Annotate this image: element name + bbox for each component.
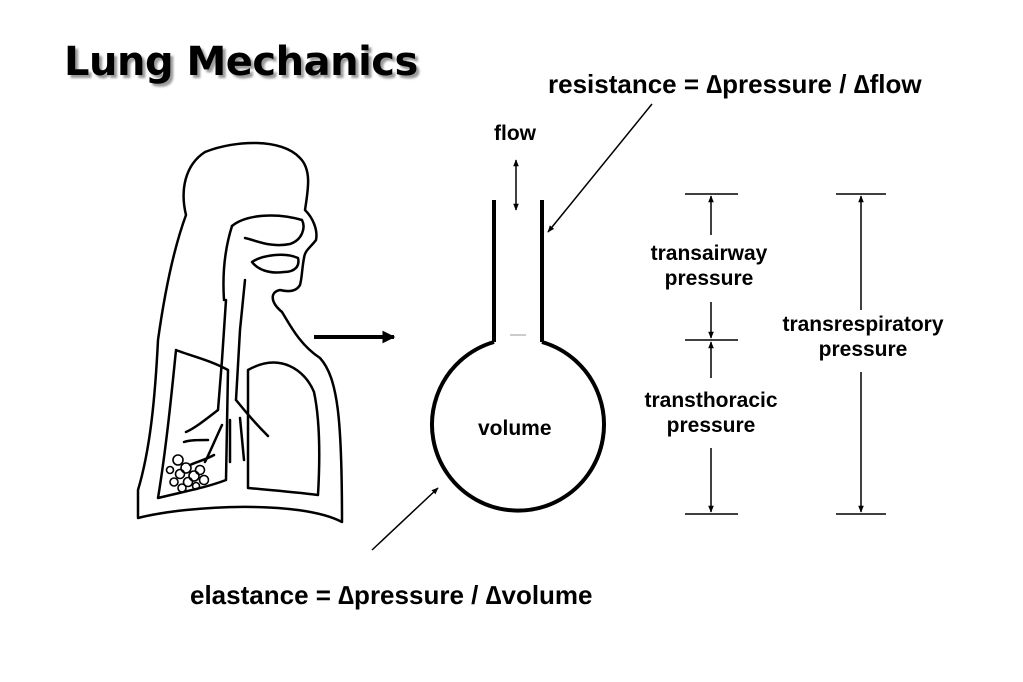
pressure-scale: [685, 193, 886, 515]
resistance-pointer-arrow: [547, 103, 653, 233]
bronchus-right: [234, 398, 270, 438]
volume-label: volume: [478, 417, 552, 440]
transthoracic-line1: transthoracic: [644, 389, 778, 412]
nasal-cavity: [230, 214, 305, 247]
transairway-line2: pressure: [664, 267, 754, 291]
page-title: Lung Mechanics: [64, 39, 418, 85]
flow-label: flow: [494, 122, 536, 145]
transrespiratory-line2: pressure: [818, 338, 908, 362]
elastance-pointer-arrow: [371, 487, 439, 551]
resistance-equation: resistance = ∆pressure / ∆flow: [548, 69, 922, 99]
bronchiole-5: [188, 453, 216, 467]
thorax-inner-outline: [156, 348, 230, 500]
thorax-inner-outline-right: [246, 361, 321, 497]
transairway-pressure-label: transairway pressure: [627, 241, 791, 291]
pharynx: [222, 224, 234, 302]
alveolar-balloon: [430, 340, 606, 513]
transthoracic-line2: pressure: [666, 414, 756, 438]
body-outline: [136, 141, 344, 524]
transrespiratory-line1: transrespiratory: [782, 313, 944, 336]
bronchiole-4: [182, 438, 210, 444]
bronchiole-3: [238, 416, 246, 462]
human-torso-illustration: [136, 141, 344, 524]
trachea-left: [216, 298, 228, 412]
transthoracic-pressure-label: transthoracic pressure: [620, 388, 802, 438]
transrespiratory-pressure-label: transrespiratory pressure: [760, 312, 966, 362]
alveoli-cluster: [165, 454, 210, 493]
transairway-line1: transairway: [650, 242, 768, 265]
trachea-right: [234, 278, 247, 402]
elastance-equation: elastance = ∆pressure / ∆volume: [190, 580, 593, 610]
oral-cavity: [250, 253, 300, 274]
bronchus-left: [184, 408, 220, 434]
airway-tube: [492, 200, 544, 342]
